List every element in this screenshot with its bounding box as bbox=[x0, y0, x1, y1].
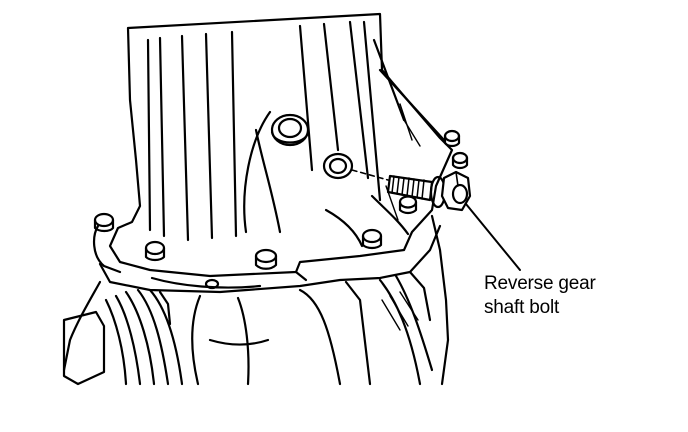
callout-line-1: Reverse gear bbox=[484, 273, 596, 294]
shaft-bore bbox=[322, 152, 354, 180]
flange-bolt bbox=[398, 195, 418, 215]
flange-bolt bbox=[443, 129, 461, 148]
flange-bolt bbox=[451, 151, 469, 170]
flange-bolt bbox=[93, 212, 115, 233]
mounting-flange bbox=[92, 224, 442, 294]
flange-bolt-hole bbox=[204, 278, 220, 290]
reverse-gear-shaft-bolt-callout: Reverse gear shaft bolt bbox=[484, 272, 596, 320]
lower-case-body bbox=[62, 214, 450, 386]
callout-line-2: shaft bolt bbox=[484, 297, 560, 318]
callout-leader-line bbox=[465, 203, 521, 271]
upper-plug bbox=[270, 113, 310, 147]
flange-bolt bbox=[144, 240, 166, 262]
flange-bolt bbox=[254, 248, 278, 270]
reverse-gear-shaft-bolt bbox=[351, 169, 472, 212]
flange-bolt bbox=[361, 228, 383, 250]
upper-case-housing bbox=[108, 12, 454, 278]
